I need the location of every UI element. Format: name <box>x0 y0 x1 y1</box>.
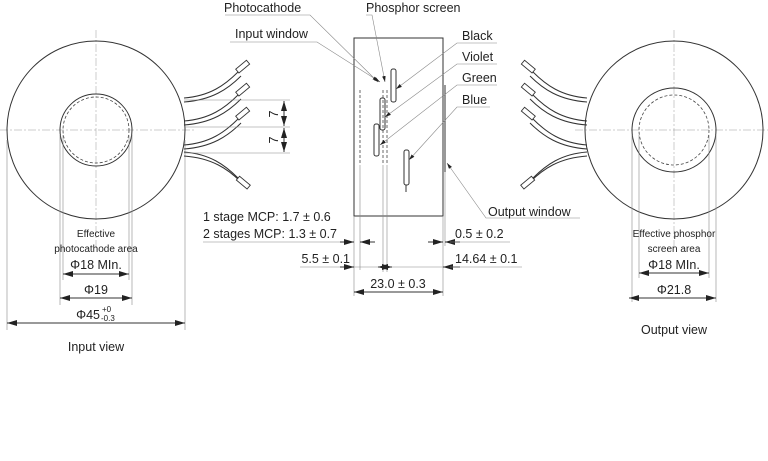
output-view: Effective phosphor screen area Φ18 MIn. … <box>575 30 768 337</box>
output-window-thickness: 0.5 ± 0.2 <box>455 227 504 241</box>
input-outer-circle <box>6 40 186 220</box>
output-outer-circle <box>584 40 764 220</box>
input-effective-area-circle <box>62 96 130 164</box>
overall-length: 23.0 ± 0.3 <box>370 277 426 291</box>
label-photocathode: Photocathode <box>224 1 301 15</box>
input-inner-circle <box>59 93 133 167</box>
input-effective-label-1: Effective <box>77 229 116 240</box>
output-effective-label-1: Effective phosphor <box>633 229 716 240</box>
tube-body <box>353 37 444 217</box>
label-output-window: Output window <box>488 205 572 219</box>
label-blue: Blue <box>462 93 487 107</box>
output-view-title: Output view <box>641 323 708 337</box>
label-phosphor-screen: Phosphor screen <box>366 1 461 15</box>
label-green: Green <box>462 71 497 85</box>
output-inner-circle <box>631 87 717 173</box>
output-offset: 14.64 ± 0.1 <box>455 252 518 266</box>
mcp-2-stages: 2 stages MCP: 1.3 ± 0.7 <box>203 227 337 241</box>
output-inner-dia: Φ21.8 <box>657 283 691 297</box>
pitch-1: 7 <box>267 110 281 117</box>
input-inner-dia: Φ19 <box>84 283 108 297</box>
input-view-title: Input view <box>68 340 125 354</box>
input-outer-tol-minus: -0.3 <box>101 314 115 323</box>
output-effective-area-circle <box>638 94 710 166</box>
output-effective-label-2: screen area <box>648 244 701 255</box>
input-offset: 5.5 ± 0.1 <box>301 252 350 266</box>
output-effective-dia: Φ18 MIn. <box>648 258 700 272</box>
input-side-leads: 7 7 <box>183 59 290 190</box>
input-view: Effective photocathode area Φ18 MIn. Φ19… <box>0 30 195 354</box>
label-violet: Violet <box>462 50 494 64</box>
input-effective-dia: Φ18 MIn. <box>70 258 122 272</box>
side-view: Input window Photocathode Phosphor scree… <box>203 1 580 296</box>
label-input-window: Input window <box>235 27 309 41</box>
pitch-2: 7 <box>267 136 281 143</box>
input-effective-label-2: photocathode area <box>54 244 138 255</box>
mcp-1-stage: 1 stage MCP: 1.7 ± 0.6 <box>203 210 331 224</box>
label-black: Black <box>462 29 493 43</box>
output-side-leads <box>520 59 588 190</box>
input-outer-tol-plus: +0 <box>102 305 112 314</box>
input-outer-dia: Φ45 <box>76 308 100 322</box>
